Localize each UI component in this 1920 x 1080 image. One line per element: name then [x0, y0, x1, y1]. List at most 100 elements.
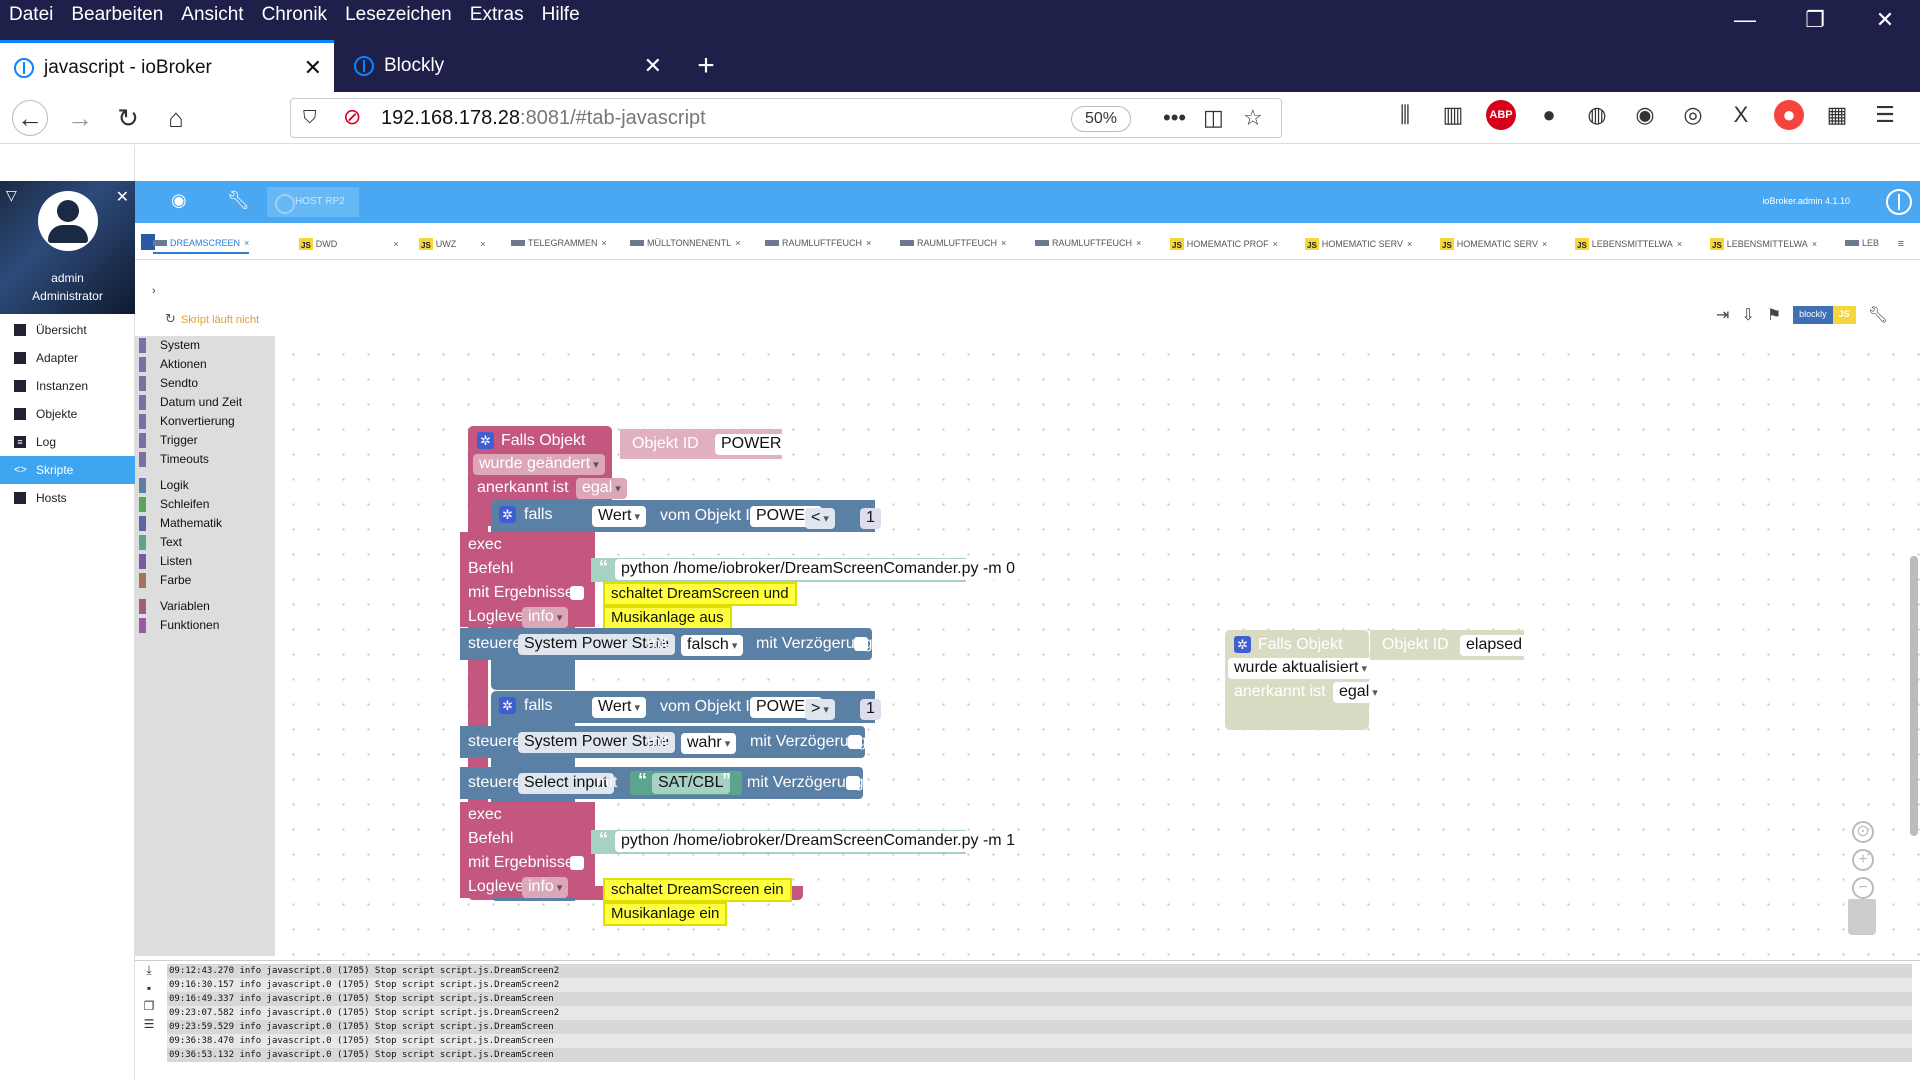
sidebar-item-log[interactable]: ≡Log — [0, 428, 135, 456]
minimize-icon[interactable]: — — [1734, 7, 1756, 32]
delay-checkbox[interactable] — [846, 776, 860, 790]
close-script-tab-icon[interactable]: × — [1676, 239, 1683, 249]
trash-icon[interactable] — [1848, 899, 1876, 935]
import-icon[interactable]: ⇩ — [1741, 307, 1755, 324]
operator-dropdown[interactable]: > — [805, 699, 835, 720]
command-field[interactable]: python /home/iobroker/DreamScreenComande… — [615, 559, 1021, 580]
back-arrow-icon[interactable]: ← — [12, 100, 48, 136]
loglevel-dropdown[interactable]: info — [522, 877, 569, 898]
center-icon[interactable]: ⊙ — [1852, 821, 1874, 843]
wrench-icon[interactable]: 🔧︎ — [227, 190, 250, 210]
script-tab-muelltonnen[interactable]: MÜLLTONNENENTL× — [630, 238, 740, 248]
pocket-icon[interactable]: ◫ — [1203, 105, 1224, 130]
tabs-menu-icon[interactable]: ≡ — [1897, 238, 1904, 250]
eye-icon[interactable]: ◉ — [171, 190, 187, 210]
toolbox-category-konvertierung[interactable]: Konvertierung — [135, 412, 275, 431]
browser-tab-iobroker[interactable]: javascript - ioBroker ✕ — [0, 40, 334, 92]
toolbox-category-datum-und-zeit[interactable]: Datum und Zeit — [135, 393, 275, 412]
objid-field[interactable]: elapsed — [1460, 635, 1529, 656]
extension-globe-icon[interactable]: ◍ — [1587, 102, 1607, 127]
more-actions-icon[interactable]: ••• — [1163, 105, 1187, 130]
close-script-tab-icon[interactable]: × — [1136, 238, 1142, 248]
target-field[interactable]: Select input — [518, 773, 614, 794]
sidebar-item-objekte[interactable]: Objekte — [0, 400, 135, 428]
blockly-workspace[interactable]: ✲ Falls Objekt wurde geändert anerkannt … — [275, 336, 1920, 958]
new-tab-button[interactable]: + — [697, 49, 715, 82]
objid-block[interactable]: Objekt ID POWER — [620, 429, 788, 459]
boolean-dropdown[interactable]: falsch — [681, 635, 744, 656]
results-checkbox[interactable] — [570, 856, 584, 870]
value-dropdown[interactable]: Wert — [592, 506, 647, 527]
close-script-tab-icon[interactable]: × — [1272, 239, 1278, 249]
delay-checkbox[interactable] — [854, 637, 868, 651]
operator-dropdown[interactable]: < — [805, 508, 835, 529]
delay-checkbox[interactable] — [848, 735, 862, 749]
close-script-tab-icon[interactable]: × — [1406, 239, 1413, 249]
objid-field[interactable]: POWER — [715, 434, 788, 455]
number-field[interactable]: 1 — [860, 699, 881, 720]
objid-block[interactable]: Objekt ID elapsed — [1370, 630, 1529, 660]
menu-extras[interactable]: Extras — [469, 4, 524, 25]
extension-balls-icon[interactable]: ● — [1542, 102, 1556, 127]
address-bar[interactable]: ⛉ ⊘ 192.168.178.28:8081/#tab-javascript … — [290, 98, 1282, 138]
list-icon[interactable]: ☰ — [143, 1017, 155, 1031]
script-tab-raumluft-3[interactable]: RAUMLUFTFEUCH× — [1035, 238, 1141, 248]
zoom-level-badge[interactable]: 50% — [1071, 106, 1131, 132]
loglevel-dropdown[interactable]: info — [522, 607, 569, 628]
library-icon[interactable]: ⫼ — [1399, 102, 1411, 127]
close-script-tab-icon[interactable]: × — [1811, 239, 1818, 249]
script-tab-leb[interactable]: LEB — [1845, 238, 1879, 248]
extension-account-icon[interactable]: ◉ — [1635, 102, 1655, 127]
copy-icon[interactable]: ❐ — [143, 999, 155, 1013]
toolbox-category-variablen[interactable]: Variablen — [135, 597, 275, 616]
wrench-icon[interactable]: 🔧︎ — [1867, 307, 1888, 324]
toolbox-category-schleifen[interactable]: Schleifen — [135, 495, 275, 514]
results-checkbox[interactable] — [570, 586, 584, 600]
shield-icon[interactable]: ⛉ — [303, 107, 317, 127]
value-dropdown[interactable]: Wert — [592, 697, 647, 718]
disabled-trigger-block[interactable]: ✲ Falls Objekt wurde aktualisiert anerka… — [1225, 630, 1384, 730]
flag-icon[interactable]: ⚑ — [1766, 307, 1782, 324]
trash-icon[interactable]: ▪ — [146, 981, 152, 995]
toolbox-category-logik[interactable]: Logik — [135, 476, 275, 495]
menu-lesezeichen[interactable]: Lesezeichen — [345, 4, 452, 25]
string-block-2[interactable]: “ SAT/CBL ” — [630, 770, 742, 795]
close-script-tab-icon[interactable]: × — [393, 239, 399, 249]
script-tab-raumluft-2[interactable]: RAUMLUFTFEUCH× — [900, 238, 1006, 248]
extension-fox-icon[interactable]: ● — [1774, 100, 1804, 130]
string-block-3[interactable]: “ python /home/iobroker/DreamScreenComan… — [591, 829, 1021, 854]
input-value-field[interactable]: SAT/CBL — [652, 773, 730, 794]
sidebar-item-adapter[interactable]: Adapter — [0, 344, 135, 372]
toolbox-category-timeouts[interactable]: Timeouts — [135, 450, 275, 469]
close-tab-icon[interactable]: ✕ — [303, 54, 322, 80]
home-icon[interactable]: ⌂ — [168, 103, 184, 133]
menu-datei[interactable]: Datei — [9, 4, 54, 25]
extension-x-icon[interactable]: X — [1733, 102, 1749, 127]
exec-block-2[interactable]: exec Befehl mit Ergebnissen Loglevel inf… — [460, 802, 595, 898]
download-icon[interactable]: ⤓ — [146, 963, 152, 977]
sidebar-item-skripte[interactable]: <>Skripte — [0, 456, 135, 484]
toolbox-category-system[interactable]: System — [135, 336, 275, 355]
export-icon[interactable]: ⇥ — [1716, 307, 1730, 324]
number-field[interactable]: 1 — [860, 508, 881, 529]
triangle-icon[interactable]: ▽ — [6, 187, 17, 203]
script-tab-raumluft-1[interactable]: RAUMLUFTFEUCH× — [765, 238, 871, 248]
event-dropdown[interactable]: wurde geändert — [473, 454, 605, 475]
close-sidebar-icon[interactable]: ✕ — [115, 189, 129, 206]
forward-arrow-icon[interactable]: → — [67, 103, 93, 133]
browser-tab-blockly[interactable]: Blockly ✕ — [340, 40, 674, 92]
ack-dropdown[interactable]: egal — [576, 478, 627, 499]
close-script-tab-icon[interactable]: × — [244, 238, 250, 248]
script-tab-telegrammen[interactable]: TELEGRAMMEN× — [511, 238, 607, 248]
sidebar-icon[interactable]: ▥ — [1442, 102, 1464, 127]
toolbox-category-mathematik[interactable]: Mathematik — [135, 514, 275, 533]
close-script-tab-icon[interactable]: × — [601, 238, 607, 248]
sidebar-item-instanzen[interactable]: Instanzen — [0, 372, 135, 400]
extension-glasses-icon[interactable]: ◎ — [1683, 102, 1703, 127]
event-dropdown[interactable]: wurde aktualisiert — [1228, 658, 1374, 679]
